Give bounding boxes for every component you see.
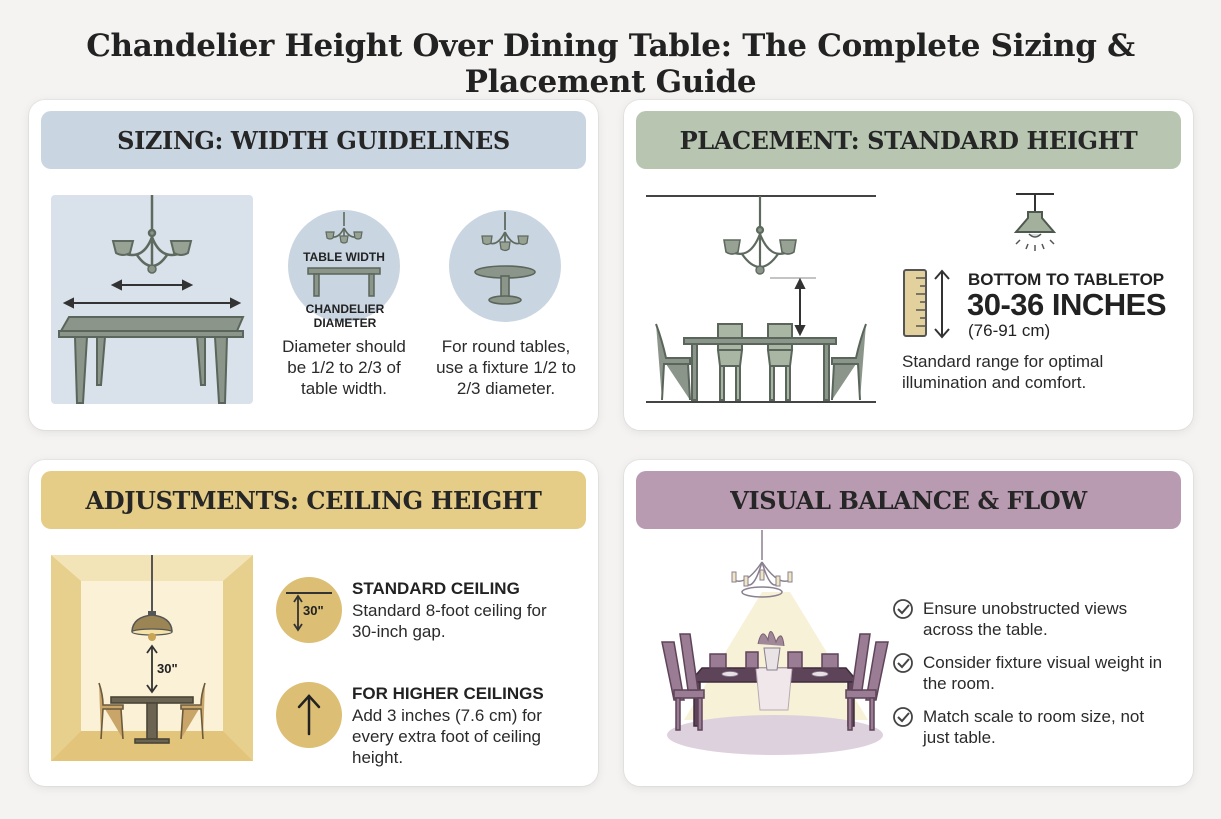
higher-ceilings-text: Add 3 inches (7.6 cm) for every extra fo… (352, 706, 542, 767)
standard-ceiling-title: STANDARD CEILING (352, 579, 520, 598)
placement-caption: Standard range for optimal illumination … (902, 352, 1104, 392)
pendant-lamp-icon (1013, 193, 1057, 251)
balance-card: VISUAL BALANCE & FLOW (624, 460, 1193, 786)
balance-header: VISUAL BALANCE & FLOW (636, 471, 1181, 529)
vase-icon (757, 631, 785, 671)
rect-table-caption: Diameter should be 1/2 to 2/3 of table w… (282, 337, 406, 398)
placement-subtitle: BOTTOM TO TABLETOP (968, 270, 1165, 289)
sizing-card: SIZING: WIDTH GUIDELINES (29, 100, 598, 430)
height-arrow (794, 277, 806, 337)
arrow-up-icon (276, 682, 342, 748)
pendant-icon (131, 555, 173, 641)
standard-ceiling-text: Standard 8-foot ceiling for 30-inch gap. (352, 601, 547, 641)
ruler-icon (903, 269, 927, 337)
table-width-label: TABLE WIDTH (303, 250, 385, 264)
placement-card: PLACEMENT: STANDARD HEIGHT (624, 100, 1193, 430)
placement-metric: (76-91 cm) (968, 321, 1051, 340)
table-icon (58, 316, 245, 404)
placement-value: 30-36 INCHES (967, 287, 1167, 322)
adjustments-header: ADJUSTMENTS: CEILING HEIGHT (41, 471, 586, 529)
chandelier-icon (731, 196, 789, 269)
gap-arrow (146, 644, 158, 694)
page-title: Chandelier Height Over Dining Table: The… (86, 28, 1135, 100)
room-illustration: 30" (51, 555, 253, 761)
check-circle-icon (893, 707, 913, 727)
check-circle-icon (893, 599, 913, 619)
round-table-icon (474, 265, 536, 305)
rect-table-illustration (51, 195, 253, 404)
table-width-badge: TABLE WIDTH (288, 210, 400, 322)
dining-room-illustration (661, 530, 889, 755)
adjustments-card: ADJUSTMENTS: CEILING HEIGHT (29, 460, 598, 786)
round-table-caption: For round tables, use a fixture 1/2 to 2… (436, 337, 576, 398)
chandelier-icon (122, 195, 182, 268)
table-icon (683, 337, 837, 401)
higher-ceilings-title: FOR HIGHER CEILINGS (352, 684, 544, 703)
placement-header: PLACEMENT: STANDARD HEIGHT (636, 111, 1181, 169)
balance-item-1: Ensure unobstructed views across the tab… (923, 599, 1128, 639)
round-table-badge (449, 210, 561, 322)
vertical-arrow-icon (934, 269, 950, 339)
table-width-arrow (62, 297, 242, 309)
icon-gap-label: 30" (303, 603, 324, 618)
chandelier-icon (733, 530, 791, 598)
balance-item-3: Match scale to room size, not just table… (923, 707, 1145, 747)
check-circle-icon (893, 653, 913, 673)
standard-ceiling-icon: 30" (276, 577, 342, 643)
sizing-header: SIZING: WIDTH GUIDELINES (41, 111, 586, 169)
diameter-arrow (110, 279, 194, 291)
dining-height-illustration (646, 195, 876, 403)
chandelier-diameter-label: CHANDELIER DIAMETER (305, 302, 385, 330)
table-icon (110, 696, 194, 744)
balance-item-2: Consider fixture visual weight in the ro… (923, 653, 1163, 693)
room-gap-label: 30" (157, 661, 178, 676)
